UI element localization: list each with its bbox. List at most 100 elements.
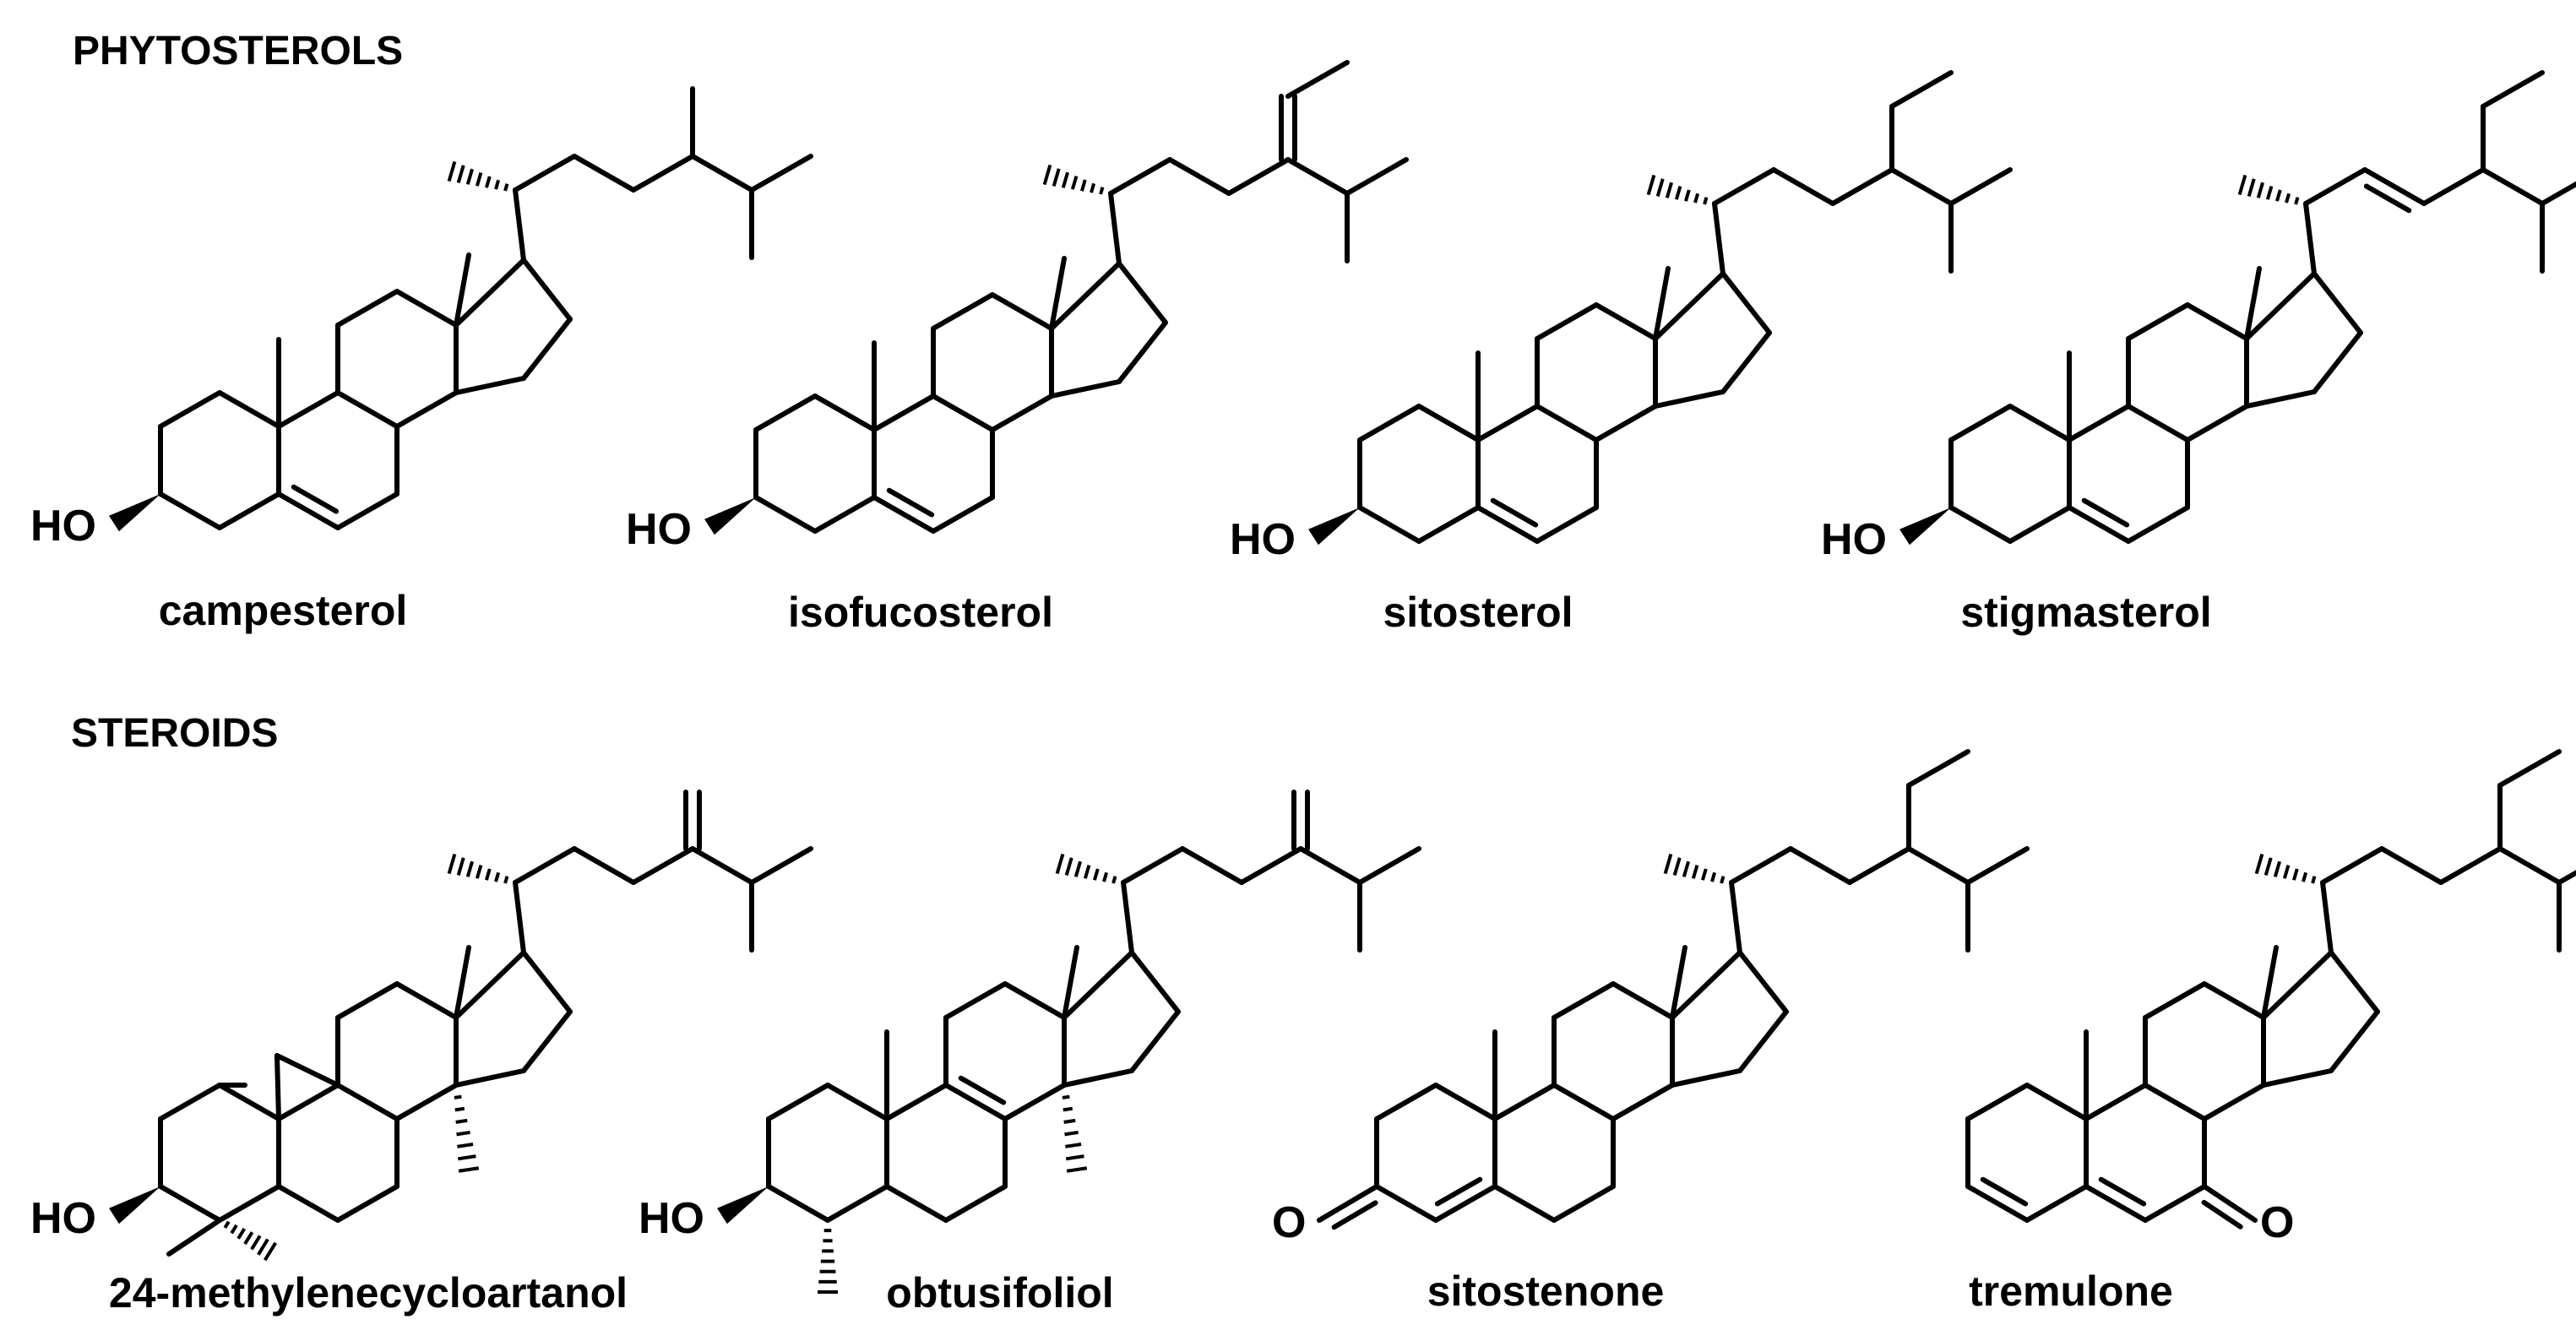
hashed-bond xyxy=(494,871,501,882)
bond-line xyxy=(1670,945,1687,1020)
compound-name: tremulone xyxy=(1969,1268,2173,1315)
bond-line xyxy=(2126,302,2190,341)
bond-line xyxy=(2067,404,2131,442)
bond-line xyxy=(1345,157,1409,196)
obtusifoliol-structure: HO xyxy=(639,790,1421,1294)
bond-line xyxy=(274,1053,340,1088)
bond-line xyxy=(166,1218,222,1257)
bond-line xyxy=(2084,1083,2148,1121)
hashed-bond xyxy=(485,176,492,188)
bond-line xyxy=(1433,1184,1497,1223)
hashed-bond xyxy=(1055,853,1065,875)
sitosterol-structure: HO xyxy=(1230,70,2013,564)
bond-line xyxy=(454,376,526,395)
bond-line xyxy=(1889,167,1954,206)
section-title-steroids: STEROIDS xyxy=(71,711,278,756)
bond-line xyxy=(1298,846,1362,885)
compound-name: sitostenone xyxy=(1427,1268,1665,1315)
bond-line xyxy=(749,846,813,885)
compound-name: isofucosterol xyxy=(788,589,1053,636)
bond-line xyxy=(1552,1184,1616,1223)
compound-name: 24-methylenecycloartanol xyxy=(109,1269,628,1317)
bond-line xyxy=(1117,320,1168,384)
wedge-bond xyxy=(1308,508,1360,546)
bond-line xyxy=(2143,1083,2207,1121)
bond-line xyxy=(931,495,995,534)
bond-line xyxy=(276,1083,340,1121)
bond-line xyxy=(2261,950,2334,1020)
bond-line xyxy=(2202,1083,2266,1121)
double-bond-line xyxy=(291,484,340,514)
bond-line xyxy=(2261,945,2279,1020)
hashed-bond xyxy=(465,168,475,185)
hashed-bond xyxy=(1682,861,1691,877)
bond-line xyxy=(2244,271,2317,341)
hashed-bond xyxy=(457,1143,474,1148)
bond-line xyxy=(1965,846,2030,885)
bond-line xyxy=(2481,70,2545,109)
hashed-bond xyxy=(257,1238,269,1256)
hashed-bond xyxy=(223,1220,231,1229)
hashed-bond xyxy=(2264,857,2273,876)
hashed-bond xyxy=(1062,1106,1073,1112)
bond-line xyxy=(1285,157,1350,196)
bond-line xyxy=(1317,1184,1379,1223)
hashed-bond xyxy=(494,179,501,190)
24-methylenecycloartanol-structure: HO xyxy=(30,790,813,1262)
bond-line xyxy=(2084,1184,2148,1223)
bond-line xyxy=(825,1083,889,1121)
bond-line xyxy=(1670,1068,1742,1088)
hashed-bond xyxy=(1080,179,1087,192)
hashed-bond xyxy=(2294,197,2300,205)
bond-line xyxy=(825,1184,889,1223)
bond-line xyxy=(1374,1083,1438,1121)
bond-line xyxy=(276,1184,340,1223)
bond-line xyxy=(276,390,340,429)
bond-line xyxy=(1594,404,1658,442)
hashed-bond xyxy=(2273,861,2282,877)
bond-line xyxy=(1737,950,1789,1014)
bond-line xyxy=(931,292,995,331)
atom-label: O xyxy=(2260,1198,2294,1247)
atom-label: HO xyxy=(1230,515,1296,564)
bond-line xyxy=(690,846,754,885)
bond-line xyxy=(521,950,573,1014)
bond-line xyxy=(521,1009,573,1073)
hashed-bond xyxy=(1672,857,1682,876)
hashed-bond xyxy=(1073,861,1083,877)
bond-line xyxy=(812,394,877,432)
bond-line xyxy=(1129,950,1181,1014)
wedge-bond xyxy=(704,497,756,535)
tremulone-structure: O xyxy=(1965,749,2576,1247)
compound-tremulone: O tremulone xyxy=(1965,749,2576,1315)
hashed-bond xyxy=(454,1106,465,1112)
bond-line xyxy=(1239,846,1303,885)
hashed-bond xyxy=(263,1241,278,1262)
atom-label: HO xyxy=(639,1194,704,1243)
bond-line xyxy=(766,1083,830,1121)
bond-line xyxy=(884,1184,948,1223)
hashed-bond xyxy=(454,1094,462,1099)
bond-line xyxy=(1712,201,1725,276)
bond-line xyxy=(454,945,471,1020)
hashed-bond xyxy=(1052,168,1061,187)
hashed-bond xyxy=(1701,868,1708,881)
hashed-bond xyxy=(1099,187,1105,195)
bond-line xyxy=(217,1083,281,1121)
hashed-bond xyxy=(1693,193,1700,204)
double-bond-line xyxy=(958,1075,1007,1105)
bond-line xyxy=(1965,1083,2030,1121)
compound-stigmasterol: HO stigmasterol xyxy=(1821,70,2576,636)
bond-line xyxy=(158,1184,222,1223)
hashed-bond xyxy=(2282,865,2291,879)
bond-line xyxy=(217,491,281,530)
atom-label: HO xyxy=(30,1194,96,1243)
bond-line xyxy=(2126,404,2190,442)
bond-line xyxy=(274,1053,281,1121)
double-bond-line xyxy=(1331,1200,1378,1230)
bond-line xyxy=(1062,950,1134,1020)
compound-sitosterol: HO sitosterol xyxy=(1230,70,2013,636)
bond-line xyxy=(1771,167,1835,206)
bond-line xyxy=(521,258,573,322)
